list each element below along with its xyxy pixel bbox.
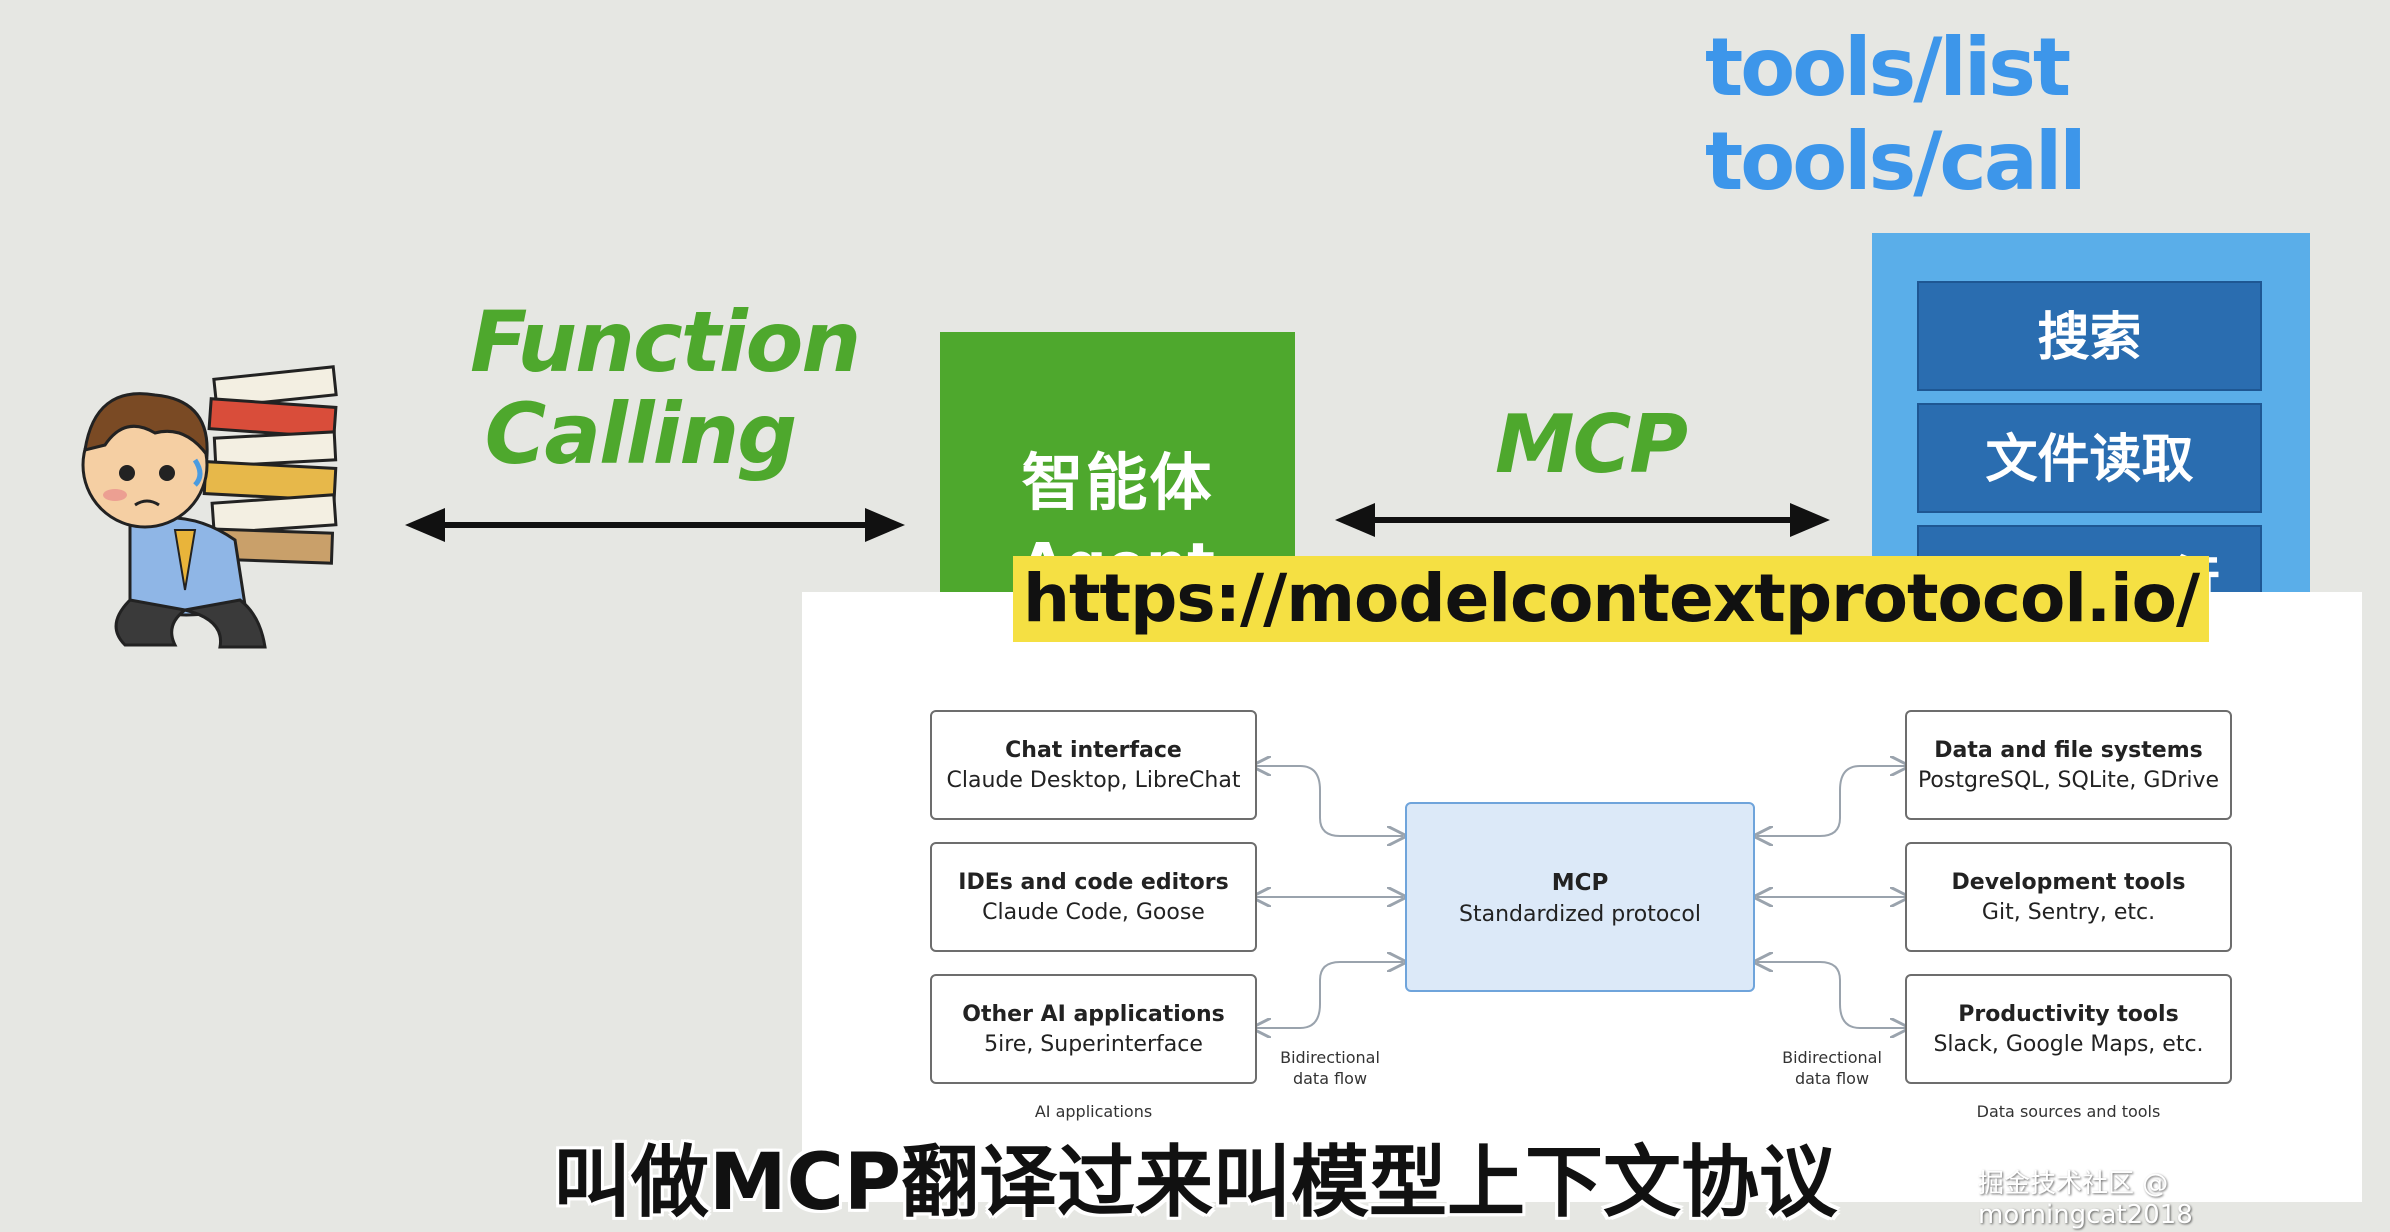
data-sources-caption: Data sources and tools [1976,1102,2161,1121]
right-flow-label: Bidirectional data flow [1757,1047,1907,1089]
productivity-box: Productivity tools Slack, Google Maps, e… [1905,974,2232,1084]
mcp-label: MCP [1495,398,1688,491]
function-calling-arrow [405,500,905,550]
ide-title: IDEs and code editors [958,870,1229,895]
left-flow-line-1: Bidirectional [1280,1048,1380,1067]
ai-applications-caption: AI applications [1034,1102,1153,1121]
productivity-title: Productivity tools [1958,1002,2179,1027]
mcp-arrow [1335,495,1830,545]
mcp-center-box: MCP Standardized protocol [1405,802,1755,992]
url-banner: https://modelcontextprotocol.io/ [1013,556,2210,642]
right-flow-line-1: Bidirectional [1782,1048,1882,1067]
stressed-worker-illustration [35,355,365,655]
dev-tools-sub: Git, Sentry, etc. [1981,900,2156,925]
mcp-center-title: MCP [1551,870,1609,896]
other-ai-box: Other AI applications 5ire, Superinterfa… [930,974,1257,1084]
tools-list-label: tools/list [1705,21,2071,114]
agent-box: 智能体 Agent [940,332,1295,592]
chat-interface-box: Chat interface Claude Desktop, LibreChat [930,710,1257,820]
data-file-systems-sub: PostgreSQL, SQLite, GDrive [1917,768,2220,793]
data-file-systems-title: Data and file systems [1934,738,2203,763]
mcp-center-sub: Standardized protocol [1459,902,1701,927]
ide-box: IDEs and code editors Claude Code, Goose [930,842,1257,952]
function-calling-label: Function Calling [470,293,861,483]
dev-tools-box: Development tools Git, Sentry, etc. [1905,842,2232,952]
function-calling-line-1: Function [470,293,861,391]
chat-interface-title: Chat interface [1005,738,1182,763]
data-file-systems-box: Data and file systems PostgreSQL, SQLite… [1905,710,2232,820]
left-flow-label: Bidirectional data flow [1255,1047,1405,1089]
other-ai-title: Other AI applications [962,1002,1225,1027]
video-subtitle: 叫做MCP翻译过来叫模型上下文协议 [552,1138,1838,1228]
agent-zh-label: 智能体 [1021,446,1214,519]
watermark: 掘金技术社区 @ morningcat2018 [1978,1169,2193,1230]
function-calling-line-2: Calling [484,385,798,483]
left-flow-line-2: data flow [1292,1069,1368,1088]
tool-search: 搜索 [1917,281,2262,391]
tool-file-read: 文件读取 [1917,403,2262,513]
other-ai-sub: 5ire, Superinterface [984,1032,1203,1057]
chat-interface-sub: Claude Desktop, LibreChat [946,768,1241,793]
productivity-sub: Slack, Google Maps, etc. [1933,1032,2204,1057]
dev-tools-title: Development tools [1951,870,2186,895]
tools-call-label: tools/call [1705,115,2087,208]
right-flow-line-2: data flow [1794,1069,1870,1088]
ide-sub: Claude Code, Goose [982,900,1205,925]
